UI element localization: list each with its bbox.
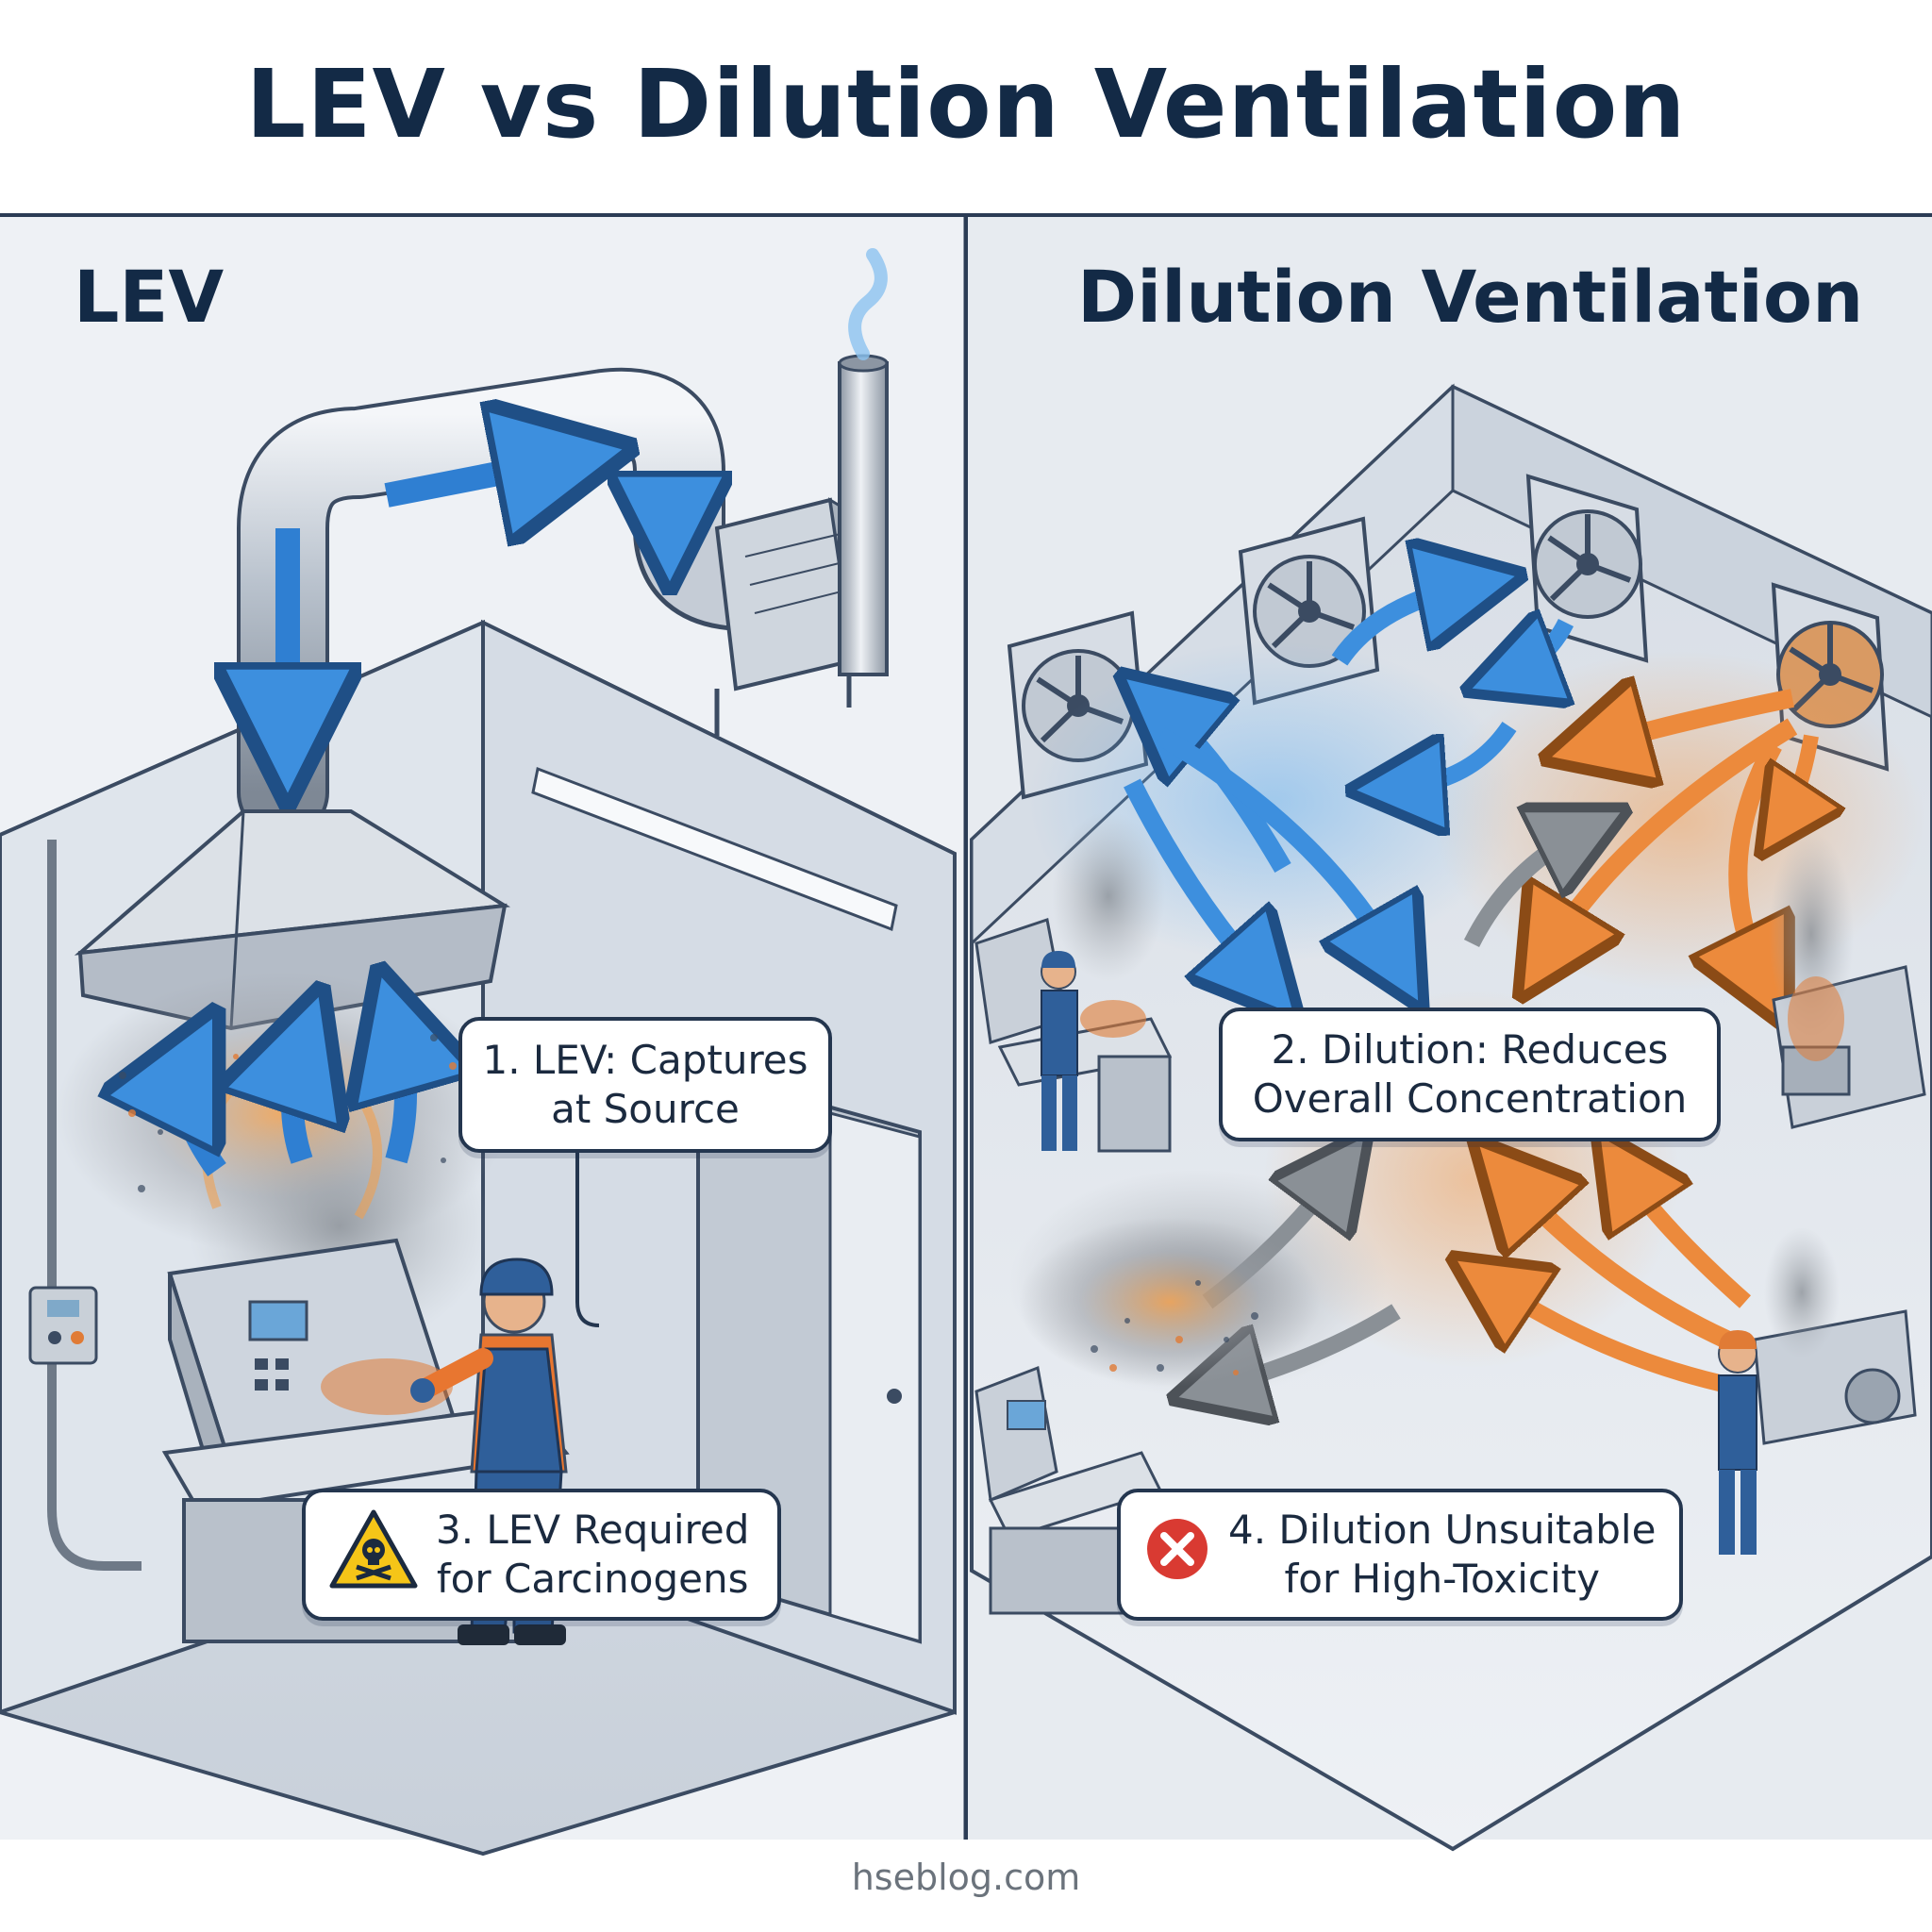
callout-dilution-reduces-text: 2. Dilution: Reduces Overall Concentrati… xyxy=(1252,1026,1688,1122)
warning-skull-icon xyxy=(328,1508,419,1601)
lev-panel-label: LEV xyxy=(74,255,225,339)
callout-lev-captures-text: 1. LEV: Captures at Source xyxy=(482,1037,808,1132)
error-x-icon xyxy=(1143,1515,1211,1594)
callout-lev-carcinogens: 3. LEV Required for Carcinogens xyxy=(302,1489,781,1621)
callout-dilution-unsuitable: 4. Dilution Unsuitable for High-Toxicity xyxy=(1117,1489,1683,1621)
callout-dilution-unsuitable-text: 4. Dilution Unsuitable for High-Toxicity xyxy=(1228,1507,1657,1602)
callout-lev-captures: 1. LEV: Captures at Source xyxy=(458,1017,832,1153)
page-title: LEV vs Dilution Ventilation xyxy=(245,49,1687,159)
footer-source: hseblog.com xyxy=(851,1857,1081,1898)
dilution-panel-label: Dilution Ventilation xyxy=(1077,255,1864,339)
worker-2 xyxy=(1718,1226,1917,1555)
workstation-2 xyxy=(1769,830,1926,1129)
callout-dilution-reduces: 2. Dilution: Reduces Overall Concentrati… xyxy=(1219,1008,1721,1141)
callout-lev-carcinogens-text: 3. LEV Required for Carcinogens xyxy=(436,1507,750,1602)
workstation-1 xyxy=(974,811,1173,1153)
